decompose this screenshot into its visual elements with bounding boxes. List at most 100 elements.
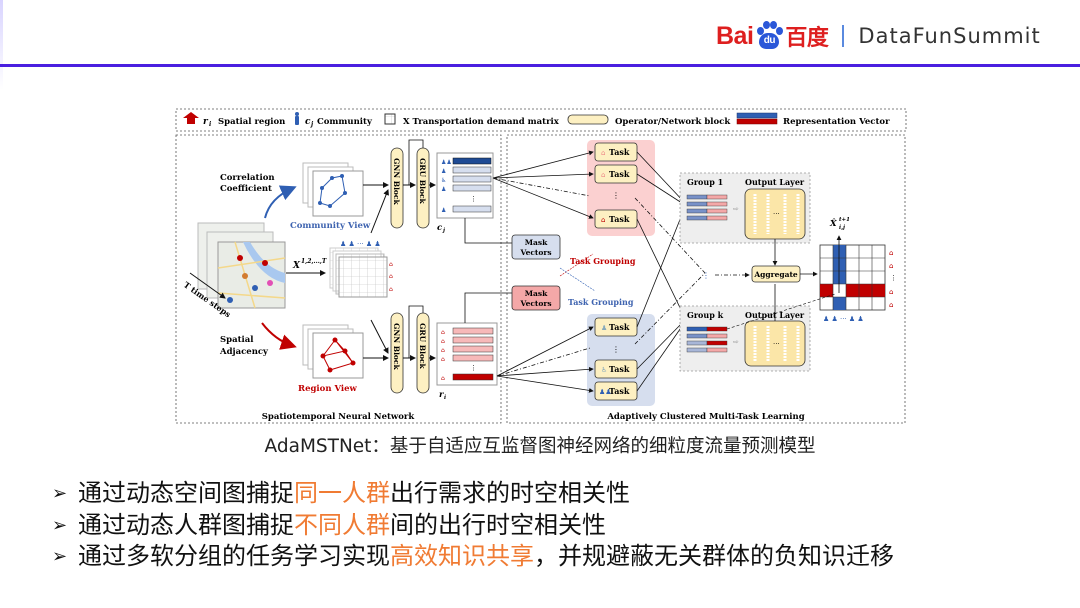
input-x-superscript: 1,2,...,T — [301, 258, 327, 265]
svg-text:⋮: ⋮ — [612, 191, 620, 200]
svg-text:♟♟: ♟♟ — [599, 388, 612, 396]
svg-text:⌂: ⌂ — [389, 286, 393, 293]
bullet-text: 间的出行时空相关性 — [390, 510, 606, 539]
datafun-summit-logo: DataFunSummit — [858, 24, 1041, 48]
time-steps-arrow — [189, 272, 226, 299]
bullet-text: ，并规避蔽无关群体的负知识迁移 — [534, 542, 894, 571]
correlation-label: Correlation — [220, 173, 275, 183]
svg-text:t+1: t+1 — [839, 217, 850, 223]
coefficient-label: Coefficient — [220, 184, 272, 194]
svg-text:Task: Task — [609, 322, 630, 332]
matrix-icon — [384, 113, 396, 125]
svg-text:♿: ♿ — [601, 366, 607, 374]
bullet-list: ➢ 通过动态空间图捕捉同一人群出行需求的时空相关性 ➢ 通过动态人群图捕捉不同人… — [52, 478, 894, 573]
mask-vectors-blue: Mask Vectors — [511, 234, 561, 260]
task-grouping-label-red: Task Grouping — [570, 256, 636, 266]
region-view-label: Region View — [298, 384, 358, 394]
svg-text:GRU Block: GRU Block — [418, 158, 427, 205]
baidu-logo-latin: Bai — [716, 21, 754, 50]
task-box: ⌂Task — [594, 209, 638, 229]
correlation-arrow — [264, 185, 297, 219]
svg-text:⌂: ⌂ — [601, 171, 605, 179]
adamstnet-diagram: r i Spatial region c j Community X Trans… — [175, 108, 907, 425]
bullet-highlight: 同一人群 — [294, 479, 390, 508]
header-logo: Bai du 百度 DataFunSummit — [716, 16, 1041, 56]
svg-text:⌂: ⌂ — [441, 375, 445, 382]
bullet-text: 出行需求的时空相关性 — [390, 479, 630, 508]
legend-region-sub: i — [209, 121, 212, 128]
task-box: ⌂Task — [594, 164, 638, 184]
diagram-svg: r i Spatial region c j Community X Trans… — [175, 108, 907, 424]
community-view-graph — [302, 162, 364, 217]
svg-text:i,j: i,j — [839, 225, 845, 231]
svg-text:Mask: Mask — [525, 238, 548, 247]
legend-region-symbol: r — [203, 117, 209, 127]
task-box: ♿Task — [594, 359, 638, 379]
task-box: ♟Task — [594, 317, 638, 337]
svg-text:♟: ♟ — [601, 324, 607, 332]
baidu-logo: Bai du 百度 — [716, 20, 829, 52]
svg-text:⌂: ⌂ — [441, 338, 445, 345]
task-box: ♟♟Task — [594, 381, 638, 401]
legend-community-sub: j — [310, 121, 314, 128]
header-divider-line — [0, 64, 1080, 67]
svg-text:···: ··· — [773, 340, 780, 348]
group-1: Group 1 Output Layer ⇨ ··· — [679, 172, 811, 244]
svg-text:♟ ♟ ··· ♟ ♟: ♟ ♟ ··· ♟ ♟ — [823, 315, 864, 323]
gnn-block-bottom: GNN Block — [390, 312, 404, 394]
output-matrix: ⌂ ⌂ ⋮ ⌂ ⌂ ♟ ♟ ··· ♟ ♟ — [726, 235, 897, 330]
svg-text:Vectors: Vectors — [519, 248, 551, 257]
multitask-panel: Mask Vectors Mask Vectors Task Grouping … — [464, 134, 906, 424]
svg-text:j: j — [442, 228, 445, 234]
bullet-highlight: 不同人群 — [294, 510, 390, 539]
bullet-arrow-icon: ➢ — [52, 514, 68, 536]
gnn-block-top: GNN Block — [390, 147, 404, 229]
svg-text:⇨: ⇨ — [733, 205, 739, 213]
legend-community-label: Community — [317, 117, 373, 127]
bullet-text: 通过动态空间图捕捉 — [78, 479, 294, 508]
svg-text:Task: Task — [609, 147, 630, 157]
svg-text:♟: ♟ — [441, 168, 446, 175]
community-view-label: Community View — [290, 221, 371, 231]
svg-text:GNN Block: GNN Block — [392, 158, 401, 205]
figure-caption: AdaMSTNet：基于自适应互监督图神经网络的细粒度流量预测模型 — [264, 436, 816, 457]
mask-vectors-red: Mask Vectors — [511, 285, 561, 311]
svg-text:Task: Task — [609, 386, 630, 396]
svg-text:⌂: ⌂ — [441, 347, 445, 354]
task-box: ⌂Task — [594, 142, 638, 162]
bullet-text: 通过多软分组的任务学习实现 — [78, 542, 390, 571]
operator-block-icon — [567, 114, 609, 125]
legend-operator-label: Operator/Network block — [615, 117, 731, 127]
legend-spatial-region-label: Spatial region — [218, 117, 285, 127]
region-representation: ⋮ ⌂ ⌂ ⌂ ⌂ ⌂ — [436, 322, 498, 386]
svg-text:⌂: ⌂ — [889, 262, 893, 270]
spatiotemporal-panel-title: Spatiotemporal Neural Network — [262, 412, 416, 422]
svg-text:i: i — [444, 395, 446, 401]
svg-text:⌂: ⌂ — [889, 301, 893, 309]
svg-text:⌂: ⌂ — [889, 288, 893, 296]
spatial-region-icon — [183, 112, 199, 124]
bullet-item: ➢ 通过动态人群图捕捉不同人群间的出行时空相关性 — [52, 510, 894, 542]
community-icon — [295, 112, 299, 125]
group-k: Group k Output Layer ⇨ ··· — [679, 305, 811, 372]
svg-text:♟: ♟ — [441, 186, 446, 193]
matrix-region-icons: ⌂ — [389, 261, 393, 268]
gru-block-top: GRU Block — [416, 147, 430, 229]
bullet-item: ➢ 通过动态空间图捕捉同一人群出行需求的时空相关性 — [52, 478, 894, 510]
baidu-logo-cn: 百度 — [785, 26, 829, 51]
region-view-graph — [302, 324, 364, 379]
svg-text:♟♟: ♟♟ — [441, 159, 452, 166]
output-symbol: X̂ — [829, 217, 837, 229]
adjacency-label: Adjacency — [219, 347, 269, 357]
svg-text:Group 1: Group 1 — [687, 177, 723, 187]
svg-text:⋮: ⋮ — [890, 274, 897, 282]
multitask-panel-title: Adaptively Clustered Multi-Task Learning — [606, 412, 804, 422]
legend-representation-label: Representation Vector — [783, 117, 890, 127]
matrix-community-icons: ♟ ♟ ··· ♟ ♟ — [340, 240, 381, 248]
svg-text:⌂: ⌂ — [889, 249, 893, 257]
svg-text:♟: ♟ — [441, 207, 446, 214]
legend: r i Spatial region c j Community X Trans… — [175, 108, 907, 132]
svg-text:Output Layer: Output Layer — [745, 177, 805, 187]
svg-text:⋮: ⋮ — [612, 345, 620, 354]
community-vector-label: c — [437, 223, 443, 233]
